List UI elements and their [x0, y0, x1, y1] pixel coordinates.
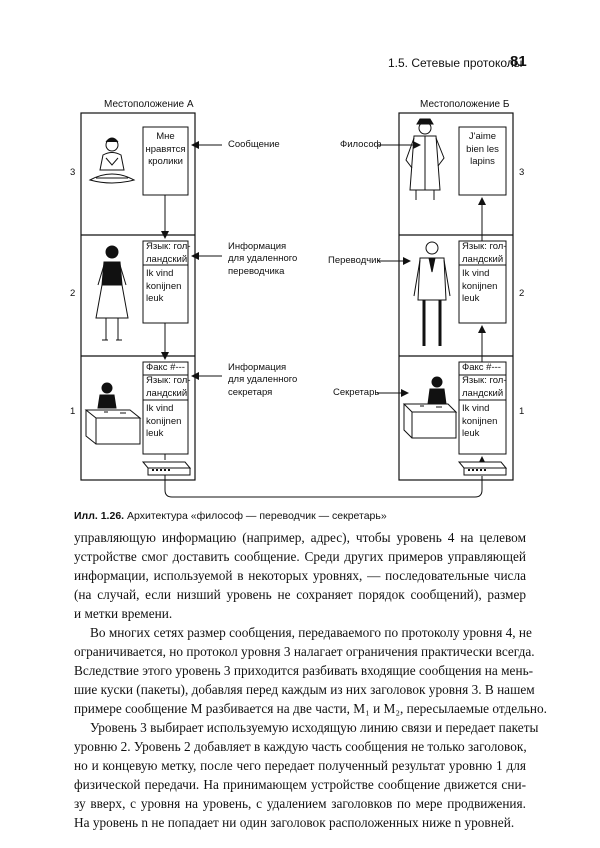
- level-2-left: 2: [70, 288, 76, 299]
- box-b1-lang: Язык: гол-ландский: [462, 375, 507, 399]
- role-secretary: Секретарь: [333, 387, 380, 398]
- running-header: 1.5. Сетевые протоколы: [388, 56, 523, 70]
- level-1-left: 1: [70, 406, 76, 417]
- paragraph-2: Во многих сетях размер сообщения, переда…: [74, 625, 547, 716]
- translator-a-icon: [95, 245, 129, 341]
- box-a2-header: Язык: гол-ландский: [146, 241, 191, 265]
- box-a1-fax: Факс #---: [146, 362, 185, 373]
- box-a1-lang: Язык: гол-ландский: [146, 375, 191, 399]
- location-a-label: Местоположение А: [104, 99, 194, 110]
- level-3-right: 3: [519, 167, 525, 178]
- secretary-a-icon: [84, 382, 142, 445]
- box-b1-fax: Факс #---: [462, 362, 501, 373]
- translator-b-icon: [413, 241, 451, 346]
- location-a-frame: [80, 112, 196, 481]
- caption-label: Илл. 1.26.: [74, 510, 125, 522]
- level-2-right: 2: [519, 288, 525, 299]
- note-message: Сообщение: [228, 139, 280, 150]
- philosopher-a-icon: [88, 137, 136, 184]
- role-translator: Переводчик: [328, 255, 381, 266]
- secretary-b-icon: [402, 376, 458, 439]
- level-3-left: 3: [70, 167, 76, 178]
- architecture-diagram: [80, 112, 514, 498]
- modem-a-icon: [141, 461, 192, 476]
- page-number: 81: [510, 53, 527, 70]
- paragraph-1: управляющую информацию (например, адрес)…: [74, 530, 526, 621]
- level-1-right: 1: [519, 406, 525, 417]
- location-b-label: Местоположение Б: [420, 99, 510, 110]
- body-text: управляющую информацию (например, адрес)…: [74, 528, 547, 832]
- modem-b-icon: [457, 461, 508, 476]
- box-b2-header: Язык: гол-ландский: [462, 241, 507, 265]
- paragraph-3: Уровень 3 выбирает используемую исходящу…: [74, 720, 539, 830]
- role-philosopher: Философ: [340, 139, 382, 150]
- figure-caption: Илл. 1.26. Архитектура «философ — перево…: [74, 510, 387, 522]
- caption-text: Архитектура «философ — переводчик — секр…: [127, 510, 387, 522]
- location-b-frame: [398, 112, 514, 481]
- philosopher-b-icon: [405, 118, 445, 200]
